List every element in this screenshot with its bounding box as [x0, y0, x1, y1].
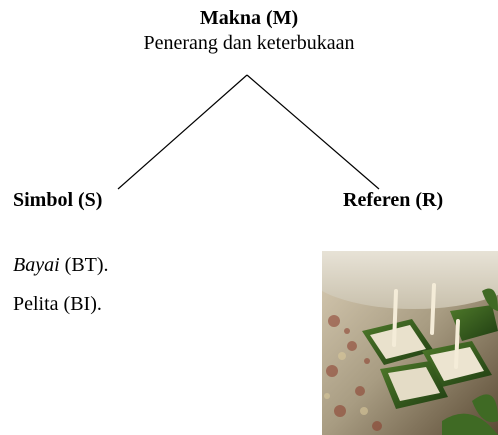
symbol-example-2-term: Pelita (BI). [13, 293, 102, 315]
symbol-title: Simbol (S) [13, 189, 103, 211]
meaning-title: Makna (M) [199, 7, 299, 29]
symbol-example-2: Pelita (BI). [13, 294, 102, 314]
meaning-to-symbol-line [117, 74, 248, 190]
symbol-example-1-term: Bayai [13, 254, 60, 276]
symbol-example-1-lang: (BT). [59, 254, 109, 276]
meaning-description: Penerang dan keterbukaan [143, 32, 355, 54]
referent-title: Referen (R) [343, 189, 444, 211]
meaning-to-referent-line [246, 74, 380, 190]
referent-photo [322, 251, 498, 435]
symbol-example-1: Bayai (BT). [13, 255, 109, 275]
